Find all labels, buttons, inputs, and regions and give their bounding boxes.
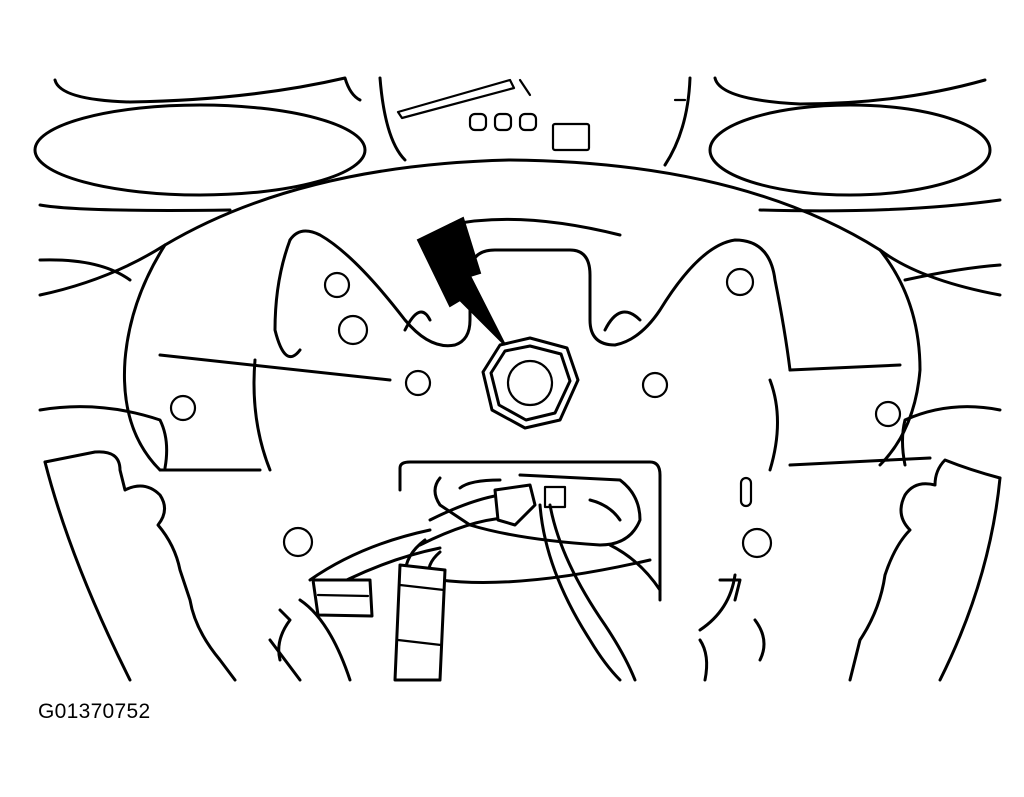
steering-wheel-hub	[38, 217, 1002, 559]
arrow-icon	[416, 216, 506, 346]
slot	[739, 476, 753, 508]
indicator-window	[551, 122, 591, 152]
connector-plug	[311, 578, 374, 618]
harness-sleeve	[393, 563, 447, 682]
mounting-hole	[725, 267, 755, 297]
steering-wheel-nut	[481, 336, 580, 430]
mounting-hole	[641, 371, 669, 399]
mounting-hole	[874, 400, 902, 428]
mounting-hole	[404, 369, 432, 397]
figure-code: G01370752	[38, 700, 151, 723]
mounting-hole	[323, 271, 351, 299]
mounting-hole	[741, 527, 773, 559]
connector	[493, 483, 537, 527]
lower-rim	[43, 450, 1002, 682]
left-gauge-outline	[33, 103, 367, 197]
mounting-hole	[337, 314, 369, 346]
right-gauge-outline	[708, 103, 992, 197]
steering-wheel-rim	[38, 158, 1002, 297]
mounting-hole	[282, 526, 314, 558]
wiring-harness	[308, 483, 637, 682]
mounting-hole	[169, 394, 197, 422]
instrument-cluster	[33, 76, 1002, 213]
lower-opening	[398, 460, 662, 602]
gauge-needle	[396, 78, 516, 120]
